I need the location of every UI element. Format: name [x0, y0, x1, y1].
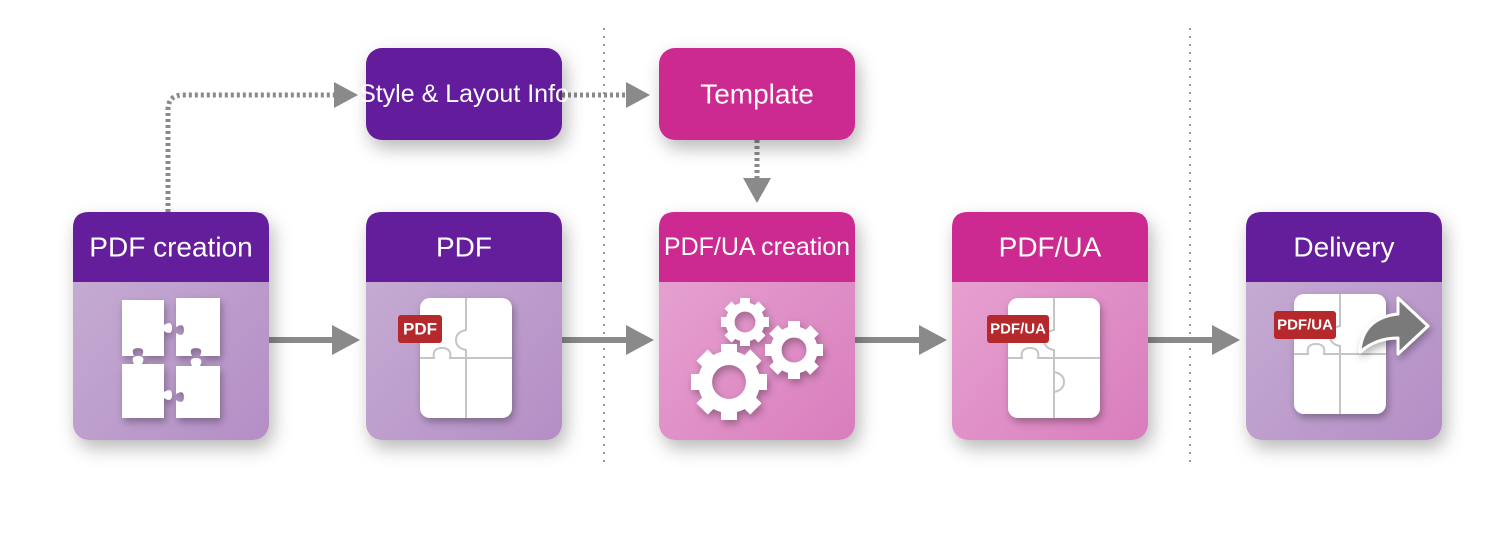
stage-title: PDF — [436, 232, 492, 263]
pdf-puzzle-document-icon: PDF — [398, 298, 512, 418]
style-layout-info-box — [366, 48, 562, 140]
stage-title: PDF/UA — [999, 232, 1102, 263]
svg-text:PDF/UA: PDF/UA — [990, 321, 1046, 338]
dotted-connector-template-down — [743, 140, 771, 203]
stage-delivery: Delivery PDF/UA — [1246, 212, 1442, 440]
stage-pdf-creation: PDF creation — [73, 212, 269, 440]
flow-arrow-1 — [268, 325, 360, 355]
puzzle-pieces-separated-icon — [122, 298, 220, 418]
dotted-connector-template — [562, 82, 650, 108]
pdfua-badge: PDF/UA — [987, 315, 1049, 343]
stage-pdf: PDF PDF — [366, 212, 562, 440]
flow-arrow-3 — [855, 325, 947, 355]
stage-title: PDF/UA creation — [664, 233, 850, 261]
gears-icon — [691, 298, 823, 420]
pdf-badge: PDF — [398, 315, 442, 343]
style-layout-info-label: Style & Layout Info — [359, 80, 569, 108]
stage-title: PDF creation — [89, 232, 252, 263]
stage-pdfua: PDF/UA PDF/UA — [952, 212, 1148, 440]
forward-arrow-icon — [1358, 296, 1430, 356]
flow-arrow-4 — [1148, 325, 1240, 355]
stage-pdfua-creation: PDF/UA creation — [659, 212, 855, 440]
flow-arrow-2 — [562, 325, 654, 355]
template-label: Template — [700, 79, 814, 110]
pdfua-puzzle-document-icon: PDF/UA — [987, 298, 1100, 418]
pdfua-badge: PDF/UA — [1274, 311, 1336, 339]
svg-text:PDF/UA: PDF/UA — [1277, 317, 1333, 334]
template-box — [659, 48, 855, 140]
svg-text:PDF: PDF — [403, 320, 437, 339]
delivery-document-arrow-icon: PDF/UA — [1274, 294, 1430, 414]
dotted-connector-style-info — [165, 82, 358, 212]
stage-title: Delivery — [1293, 232, 1394, 263]
